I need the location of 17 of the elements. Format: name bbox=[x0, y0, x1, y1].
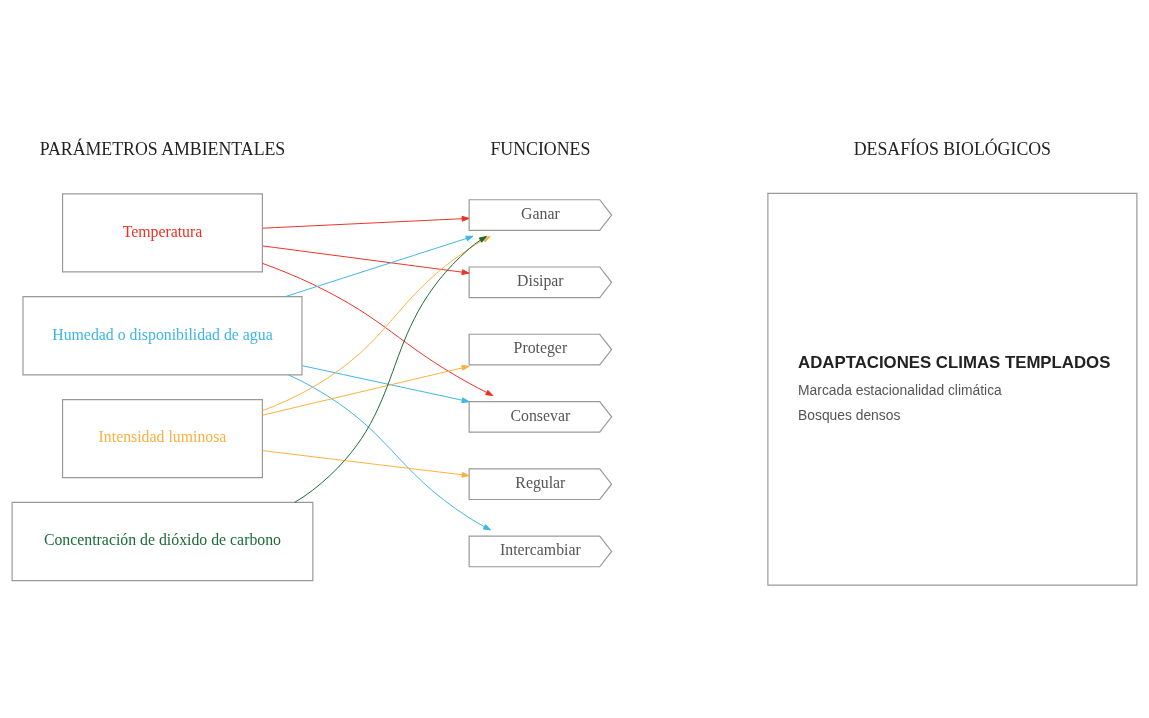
label: PARÁMETROS AMBIENTALES bbox=[39, 139, 286, 160]
node-box: Humedad o disponibilidad de agua bbox=[22, 296, 303, 376]
arrow bbox=[261, 262, 494, 397]
arrow bbox=[288, 374, 492, 531]
arrow bbox=[294, 235, 487, 503]
arrow bbox=[262, 450, 470, 478]
arrow bbox=[262, 245, 470, 276]
arrow bbox=[262, 215, 470, 229]
node-box: Intensidad luminosa bbox=[61, 398, 263, 479]
label: FUNCIONES bbox=[490, 139, 591, 160]
arrow bbox=[301, 365, 470, 404]
arrow bbox=[284, 235, 474, 298]
node-box: Concentración de dióxido de carbono bbox=[11, 501, 314, 582]
node-box: ADAPTACIONES CLIMAS TEMPLADOS Marcada estacionalidad climática Bosques densos bbox=[767, 192, 1138, 586]
node-box: Temperatura bbox=[61, 193, 263, 273]
arrow bbox=[262, 365, 470, 416]
label: DESAFÍOS BIOLÓGICOS bbox=[853, 139, 1052, 160]
